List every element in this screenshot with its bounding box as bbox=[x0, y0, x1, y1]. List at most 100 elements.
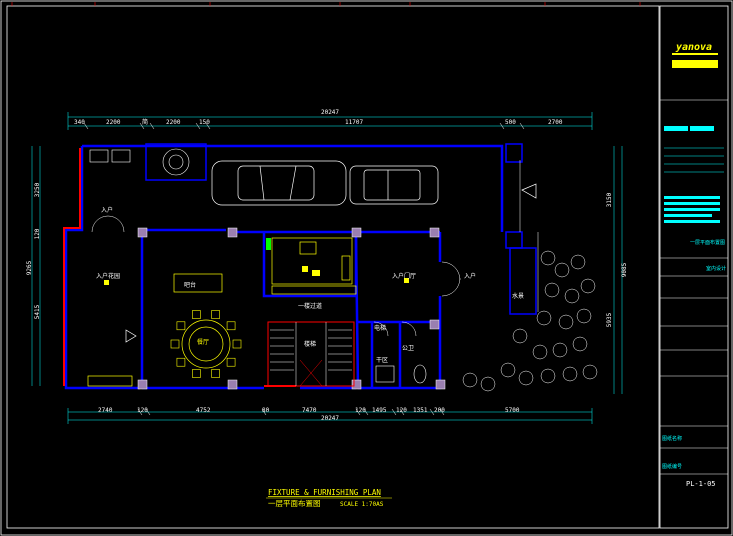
logo-bar bbox=[672, 53, 718, 55]
room-label-elevator: 电梯 bbox=[374, 324, 386, 332]
room-label-toilet: 公卫 bbox=[402, 345, 414, 352]
columns bbox=[137, 227, 446, 390]
dining-chair bbox=[176, 357, 186, 367]
dining-chair bbox=[192, 369, 201, 378]
dim-left-total: 9265 bbox=[26, 260, 33, 275]
shrub bbox=[570, 254, 586, 270]
shrub bbox=[554, 262, 570, 278]
shrub bbox=[532, 344, 548, 360]
dim-bottom-seg: 1351 bbox=[413, 407, 428, 414]
drawing-frame bbox=[6, 5, 660, 529]
dim-bottom-seg: 4752 bbox=[196, 407, 211, 414]
logo: yanova bbox=[675, 42, 712, 53]
shrub bbox=[582, 364, 598, 380]
car-sedan bbox=[211, 160, 347, 206]
dim-left-seg: 3250 bbox=[34, 182, 41, 197]
dim-bottom-seg: 200 bbox=[434, 407, 445, 414]
drawing-scale: SCALE 1:70AS bbox=[340, 501, 384, 508]
tb-sheet-label: 一层平面布置图 bbox=[690, 239, 725, 246]
dimension-ticks bbox=[83, 122, 525, 416]
shrub bbox=[500, 362, 516, 378]
dim-bottom-seg: 120 bbox=[396, 407, 407, 414]
dim-right-seg: 3150 bbox=[606, 192, 613, 207]
dimension-lines bbox=[31, 112, 623, 424]
tb-row2: 室内设计 bbox=[706, 265, 726, 272]
room-label-entrance-right: 入户 bbox=[464, 272, 476, 280]
dim-bottom-seg: 120 bbox=[355, 407, 366, 414]
plant-symbol bbox=[89, 148, 190, 176]
stair bbox=[267, 321, 355, 387]
dining-chair bbox=[226, 357, 236, 367]
counter-items bbox=[104, 266, 409, 285]
shrub bbox=[540, 250, 556, 266]
shrub bbox=[580, 278, 596, 294]
shrub bbox=[572, 336, 588, 352]
shrub bbox=[562, 366, 578, 382]
shrub bbox=[552, 342, 568, 358]
dining-chairs bbox=[170, 310, 242, 378]
title-block: yanova 一层平面布置图 室内设计 图纸名称 图纸编号 PL-1-05 bbox=[660, 42, 728, 488]
dining-chair bbox=[211, 310, 220, 319]
entry-arrow-icon bbox=[521, 183, 537, 199]
dim-bottom-seg: 80 bbox=[262, 407, 270, 414]
dim-top-seg: 2700 bbox=[548, 119, 563, 126]
room-label-corridor: 一楼过道 bbox=[298, 302, 322, 310]
dining-chair bbox=[211, 369, 220, 378]
drawing-title-en: FIXTURE & FURNISHING PLAN bbox=[268, 488, 381, 497]
room-label-entrance-top: 入户 bbox=[101, 206, 113, 214]
shrub bbox=[576, 308, 592, 324]
room-label-dry-area: 干区 bbox=[376, 357, 388, 364]
car-suv bbox=[349, 165, 439, 205]
room-label-entry-garden: 入户花园 bbox=[96, 272, 120, 280]
dim-bottom-seg: 2740 bbox=[98, 407, 113, 414]
shrub bbox=[536, 310, 552, 326]
room-label-dining: 餐厅 bbox=[197, 338, 209, 346]
title-block-frame bbox=[659, 5, 729, 529]
dim-top-segments: 340 2200 简 2200 150 11707 500 2700 bbox=[74, 118, 563, 126]
dim-top-seg: 340 bbox=[74, 119, 85, 126]
water-feature-basin bbox=[509, 247, 537, 315]
dim-top-seg: 11707 bbox=[345, 119, 363, 126]
dim-top-total: 20247 bbox=[321, 109, 339, 116]
room-label-water-feature: 水景 bbox=[512, 292, 524, 300]
shrub bbox=[462, 372, 478, 388]
dim-bottom-seg: 7470 bbox=[302, 407, 317, 414]
room-label-stair: 楼梯 bbox=[304, 340, 316, 348]
dim-top-seg: 2200 bbox=[106, 119, 121, 126]
tb-row4: 图纸编号 bbox=[662, 463, 682, 470]
toilet-fixtures bbox=[375, 364, 427, 384]
dim-top-seg: 150 bbox=[199, 119, 210, 126]
dining-chair bbox=[192, 310, 201, 319]
shrub bbox=[512, 328, 528, 344]
shrub bbox=[540, 368, 556, 384]
dining-chair bbox=[170, 339, 180, 349]
dim-left-seg: 5415 bbox=[34, 304, 41, 319]
dim-top-seg: 简 bbox=[142, 118, 148, 126]
shrub bbox=[480, 376, 496, 392]
room-label-bar: 吧台 bbox=[184, 281, 196, 289]
shrub bbox=[558, 314, 574, 330]
dim-left-seg: 120 bbox=[34, 228, 41, 239]
shrub bbox=[518, 370, 534, 386]
dim-right-seg: 5935 bbox=[606, 312, 613, 327]
doors bbox=[91, 215, 461, 337]
drawing-title-cn: 一层平面布置图 bbox=[268, 498, 321, 508]
walls bbox=[64, 144, 504, 390]
landscape-shrubs bbox=[462, 250, 598, 392]
dim-bottom-seg: 120 bbox=[137, 407, 148, 414]
dining-chair bbox=[176, 321, 186, 331]
dim-bottom-total: 20247 bbox=[321, 415, 339, 422]
room-label-entry-hall: 入户门厅 bbox=[392, 272, 416, 280]
dim-top-seg: 2200 bbox=[166, 119, 181, 126]
dim-bottom-seg: 1495 bbox=[372, 407, 387, 414]
shrub bbox=[544, 282, 560, 298]
tb-drawing-no: PL-1-05 bbox=[686, 480, 716, 488]
dining-chair bbox=[226, 321, 236, 331]
dining-chair bbox=[232, 339, 242, 349]
tb-row3: 图纸名称 bbox=[662, 435, 682, 442]
red-walls bbox=[63, 148, 296, 387]
dim-right-total: 9085 bbox=[621, 262, 628, 277]
dim-bottom-seg: 5700 bbox=[505, 407, 520, 414]
